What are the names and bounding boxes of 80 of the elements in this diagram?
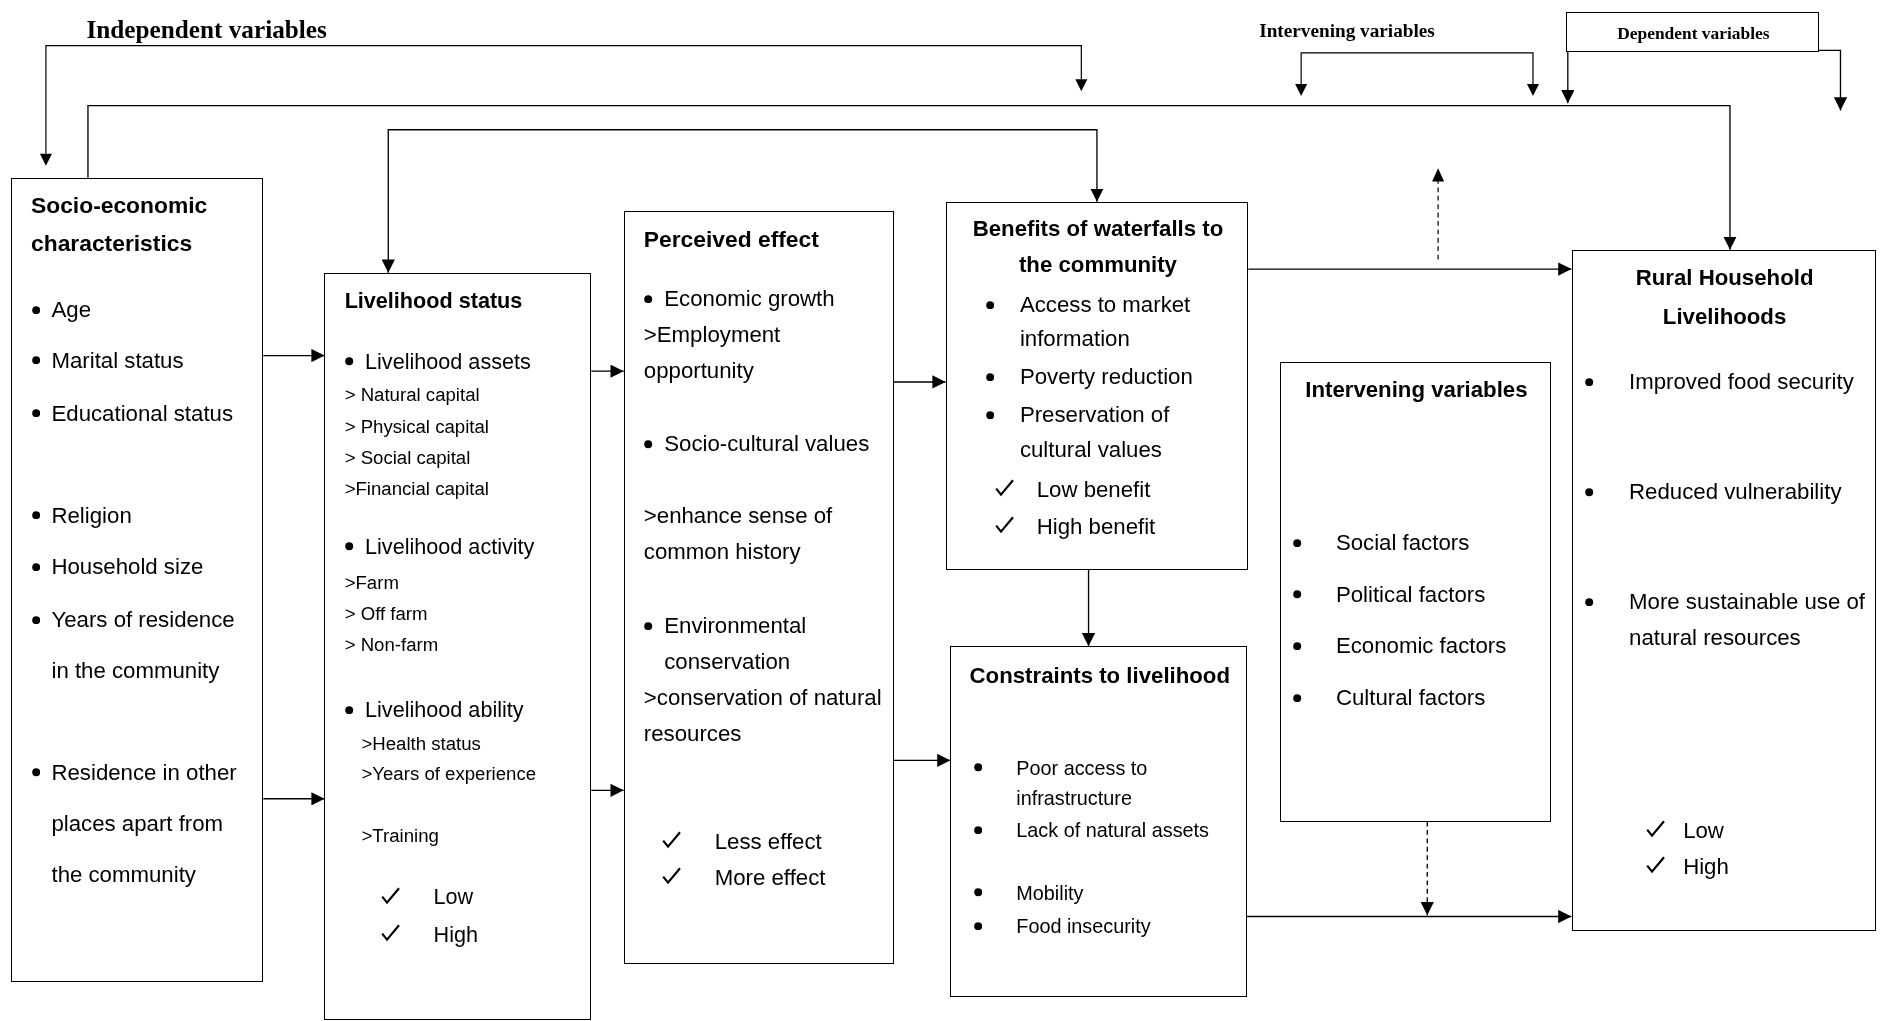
arrow xyxy=(893,753,952,767)
list-item: > Non-farm xyxy=(344,633,440,658)
list-item: Environmental conservation xyxy=(664,611,808,676)
list-item: Reduced vulnerability xyxy=(1629,478,1843,507)
box-title: Socio-economic characteristics xyxy=(31,191,209,259)
list-item: >Training xyxy=(361,824,440,849)
concept-box xyxy=(10,177,264,982)
list-item: > Off farm xyxy=(344,602,429,627)
list-item: Poverty reduction xyxy=(1019,362,1194,391)
list-item: Low benefit xyxy=(1036,476,1152,504)
list-item: Years of residence in the community xyxy=(51,606,236,686)
arrow xyxy=(893,375,947,389)
arrow xyxy=(1818,49,1848,112)
concept-box xyxy=(623,211,894,964)
list-item: Household size xyxy=(51,553,205,582)
list-item: Livelihood ability xyxy=(365,696,525,725)
arrow xyxy=(590,783,625,797)
list-item: Poor access to infrastructure xyxy=(1016,755,1149,811)
section-heading: Independent variables xyxy=(86,14,327,45)
list-item: >Farm xyxy=(344,570,400,595)
list-item: >Years of experience xyxy=(361,761,538,786)
list-item: High xyxy=(1683,853,1730,882)
list-item: Access to market information xyxy=(1019,290,1192,354)
list-item: Food insecurity xyxy=(1016,914,1152,940)
list-item: Preservation of cultural values xyxy=(1019,401,1171,464)
list-item: Less effect xyxy=(714,828,823,857)
list-item: More effect xyxy=(714,864,827,893)
list-item: Residence in other places apart from the community xyxy=(51,758,238,890)
concept-box xyxy=(1279,361,1552,822)
list-item: > Physical capital xyxy=(344,414,490,439)
list-item: More sustainable use of natural resources xyxy=(1629,587,1866,652)
list-item: High benefit xyxy=(1036,513,1157,542)
double-arrow xyxy=(381,129,1104,274)
list-item: >Financial capital xyxy=(344,477,490,502)
box-title: Perceived effect xyxy=(643,224,820,254)
list-item: Cultural factors xyxy=(1335,683,1487,712)
arrow xyxy=(87,105,1737,251)
list-item: Marital status xyxy=(51,346,185,375)
box-title: Livelihood status xyxy=(344,287,524,316)
list-item: > Natural capital xyxy=(344,383,481,408)
list-item: Educational status xyxy=(51,399,235,428)
arrow xyxy=(1081,568,1096,647)
list-item: >enhance sense of common history xyxy=(643,502,834,567)
arrow xyxy=(1247,262,1573,276)
list-item: Lack of natural assets xyxy=(1016,818,1210,844)
list-item: >Health status xyxy=(361,731,482,756)
box-title: Intervening variables xyxy=(1304,375,1529,404)
list-item: Livelihood assets xyxy=(365,347,532,376)
box-title: Rural Household Livelihoods xyxy=(1634,264,1815,331)
box-title: Benefits of waterfalls to the community xyxy=(971,215,1225,280)
concept-box xyxy=(324,272,592,1021)
list-item: Political factors xyxy=(1335,580,1487,609)
arrow xyxy=(262,792,326,806)
list-item: Economic growth xyxy=(664,284,836,313)
box-title: Constraints to livelihood xyxy=(968,662,1231,691)
list-item: Mobility xyxy=(1016,880,1085,906)
box-title: Dependent variables xyxy=(1616,22,1771,46)
concept-box xyxy=(950,646,1248,998)
concept-box xyxy=(1571,249,1876,932)
arrow xyxy=(1420,820,1434,916)
concept-box xyxy=(945,201,1249,570)
header-box xyxy=(1565,12,1820,52)
section-heading: Intervening variables xyxy=(1259,18,1435,43)
list-item: Improved food security xyxy=(1629,367,1855,396)
list-item: Livelihood activity xyxy=(365,532,536,561)
list-item: Social factors xyxy=(1335,528,1471,557)
list-item: Age xyxy=(51,296,92,325)
list-item: Religion xyxy=(51,501,133,530)
arrow xyxy=(1561,51,1575,104)
arrow xyxy=(1246,909,1573,924)
list-item: High xyxy=(433,920,479,949)
list-item: Economic factors xyxy=(1335,632,1508,661)
arrow xyxy=(590,364,625,378)
arrow xyxy=(262,348,326,363)
list-item: > Social capital xyxy=(344,445,472,470)
list-item: >Employment opportunity xyxy=(643,321,782,386)
list-item: Low xyxy=(433,883,475,912)
list-item: Low xyxy=(1683,817,1725,846)
list-item: >conservation of natural resources xyxy=(643,683,883,748)
list-item: Socio-cultural values xyxy=(664,430,871,459)
